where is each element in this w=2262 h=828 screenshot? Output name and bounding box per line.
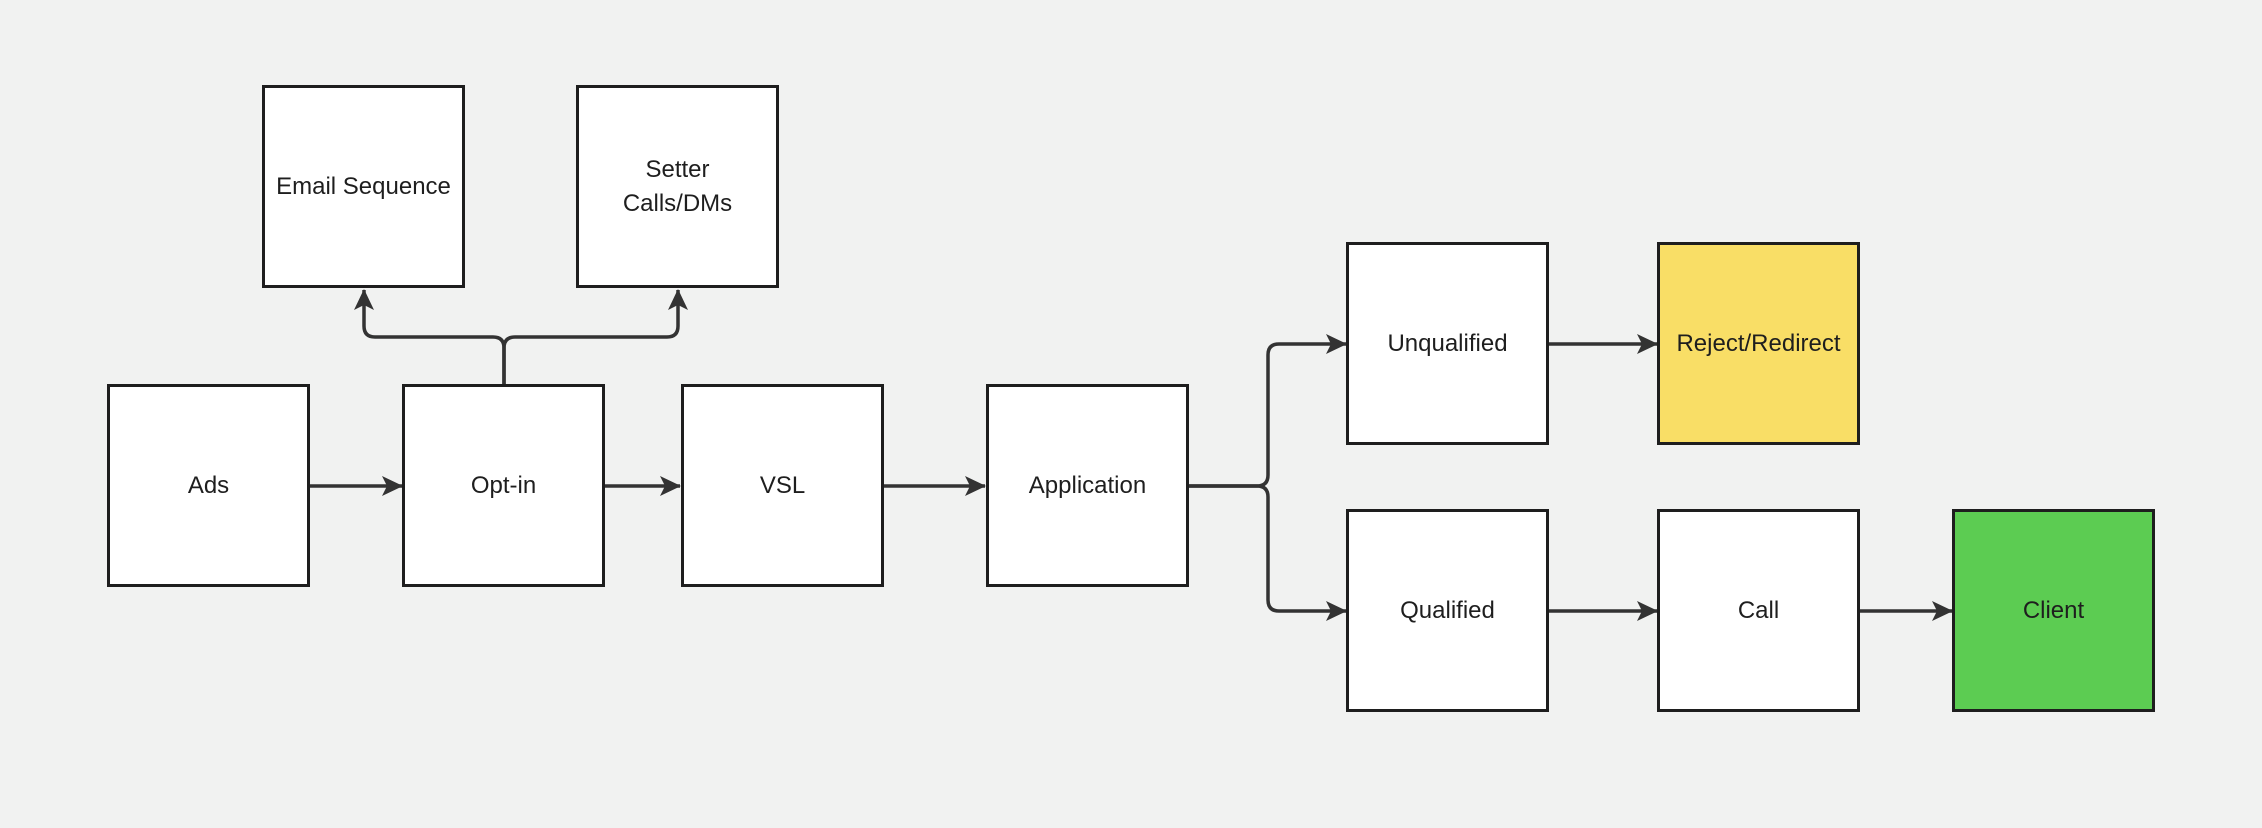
node-reject-redirect[interactable]: Reject/Redirect xyxy=(1657,242,1860,445)
node-unqualified[interactable]: Unqualified xyxy=(1346,242,1549,445)
node-email-sequence[interactable]: Email Sequence xyxy=(262,85,465,288)
node-application[interactable]: Application xyxy=(986,384,1189,587)
node-call[interactable]: Call xyxy=(1657,509,1860,712)
connector-application-to-unqualified xyxy=(1189,334,1347,488)
node-opt-in[interactable]: Opt-in xyxy=(402,384,605,587)
node-qualified[interactable]: Qualified xyxy=(1346,509,1549,712)
connector-optin-to-setter xyxy=(502,289,688,384)
node-vsl[interactable]: VSL xyxy=(681,384,884,587)
node-ads[interactable]: Ads xyxy=(107,384,310,587)
connector-application-to-qualified xyxy=(1189,484,1347,621)
connector-optin-to-email xyxy=(354,289,506,384)
node-client[interactable]: Client xyxy=(1952,509,2155,712)
node-setter-calls-dms[interactable]: Setter Calls/DMs xyxy=(576,85,779,288)
